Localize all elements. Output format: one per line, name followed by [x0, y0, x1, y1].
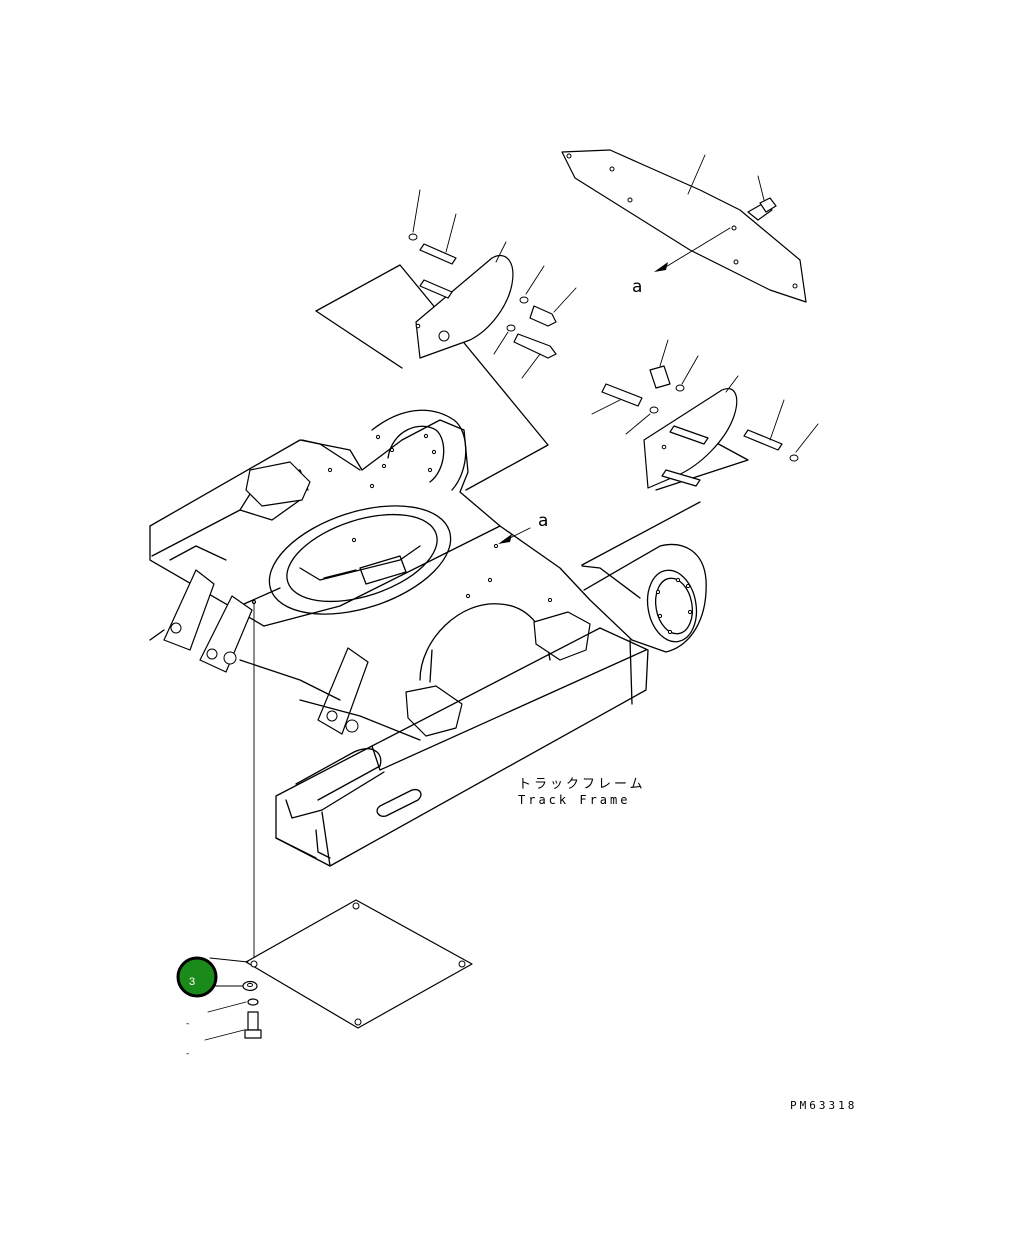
label-track-frame-en: Track Frame — [518, 793, 630, 807]
right-bracket-hardware — [591, 339, 819, 462]
lower-cover-plate — [245, 899, 473, 1029]
left-bracket-hardware — [408, 189, 577, 379]
label-track-frame-jp: トラックフレーム — [518, 777, 646, 792]
callout-3[interactable]: 3 — [176, 956, 218, 998]
view-arrow-frame: a — [498, 511, 548, 544]
drawing-code: PM63318 — [790, 1099, 857, 1112]
left-bracket-plate — [415, 241, 514, 359]
dash-mark-1: - — [186, 1019, 189, 1029]
view-marker-frame: a — [538, 511, 548, 531]
view-arrow-top: a — [632, 227, 731, 297]
left-bracket-plane — [315, 264, 549, 491]
track-frame — [149, 409, 707, 867]
right-bracket-plate — [643, 375, 739, 489]
lower-hardware — [204, 957, 262, 1041]
dash-mark-2: - — [186, 1049, 189, 1059]
upper-bolt — [747, 175, 777, 221]
view-marker-top: a — [632, 277, 642, 297]
upper-guard-plate — [561, 149, 807, 303]
callout-number: 3 — [189, 976, 195, 988]
